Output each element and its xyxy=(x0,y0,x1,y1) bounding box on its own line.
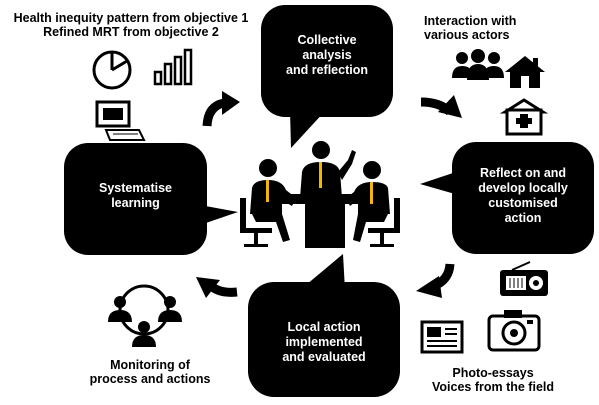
bar-chart-icon xyxy=(153,48,193,86)
pie-chart-icon xyxy=(92,50,132,90)
bubble-local-action-line-1: Local action xyxy=(287,320,361,334)
arrow-down-right-top xyxy=(420,95,462,118)
arrow-up-left-bottom xyxy=(196,277,238,298)
bubble-systematise-line-2: learning xyxy=(111,196,160,210)
hospital-bed-icon xyxy=(499,98,549,136)
bubble-reflect-line-4: action xyxy=(504,211,542,225)
bubble-collective-line-2: analysis xyxy=(302,48,352,62)
arrow-down-left xyxy=(416,263,455,298)
bubble-reflect xyxy=(420,142,594,254)
group-icon xyxy=(452,49,504,80)
computer-icon xyxy=(95,100,146,141)
bubble-reflect-line-3: customised xyxy=(488,196,558,210)
bubble-local-action-line-3: and evaluated xyxy=(282,350,366,364)
caption-bottom-left-line-2: process and actions xyxy=(89,372,211,387)
caption-bottom-right-line-2: Voices from the field xyxy=(431,380,554,395)
caption-bottom-left-line-1: Monitoring of xyxy=(110,358,190,372)
house-icon xyxy=(505,56,545,88)
bubble-reflect-text: Reflect on and develop locally customise… xyxy=(452,166,594,226)
newspaper-icon xyxy=(420,320,464,354)
bubble-local-action-text: Local action implemented and evaluated xyxy=(248,320,400,365)
meeting-people-icon xyxy=(240,141,400,248)
caption-top-left-line-1: Health inequity pattern from objective 1 xyxy=(13,11,249,25)
caption-top-left-line-2: Refined MRT from objective 2 xyxy=(43,25,219,40)
caption-top-left: Health inequity pattern from objective 1… xyxy=(0,11,262,40)
bubble-systematise-text: Systematise learning xyxy=(64,181,207,211)
bubble-systematise xyxy=(64,143,238,255)
arrow-up-left xyxy=(202,91,240,127)
bubble-collective-line-1: Collective xyxy=(297,33,357,47)
bubble-collective-text: Collective analysis and reflection xyxy=(261,33,393,78)
camera-icon xyxy=(487,310,541,352)
caption-top-right: Interaction with various actors xyxy=(424,14,516,43)
caption-bottom-left: Monitoring of process and actions xyxy=(80,358,220,387)
caption-top-right-line-1: Interaction with xyxy=(424,14,517,28)
bubble-collective-line-3: and reflection xyxy=(286,63,368,77)
bubble-local-action-line-2: implemented xyxy=(285,335,363,349)
caption-bottom-right-line-1: Photo-essays xyxy=(452,366,534,380)
caption-top-right-line-2: various actors xyxy=(424,28,510,43)
caption-bottom-right: Photo-essays Voices from the field xyxy=(417,366,569,395)
bubble-collective xyxy=(261,5,393,148)
radio-icon xyxy=(500,261,548,296)
network-people-icon xyxy=(108,284,182,347)
bubble-systematise-line-1: Systematise xyxy=(99,181,172,195)
bubble-reflect-line-1: Reflect on and xyxy=(479,166,567,180)
bubble-local-action xyxy=(248,254,400,397)
bubble-reflect-line-2: develop locally xyxy=(478,181,568,195)
